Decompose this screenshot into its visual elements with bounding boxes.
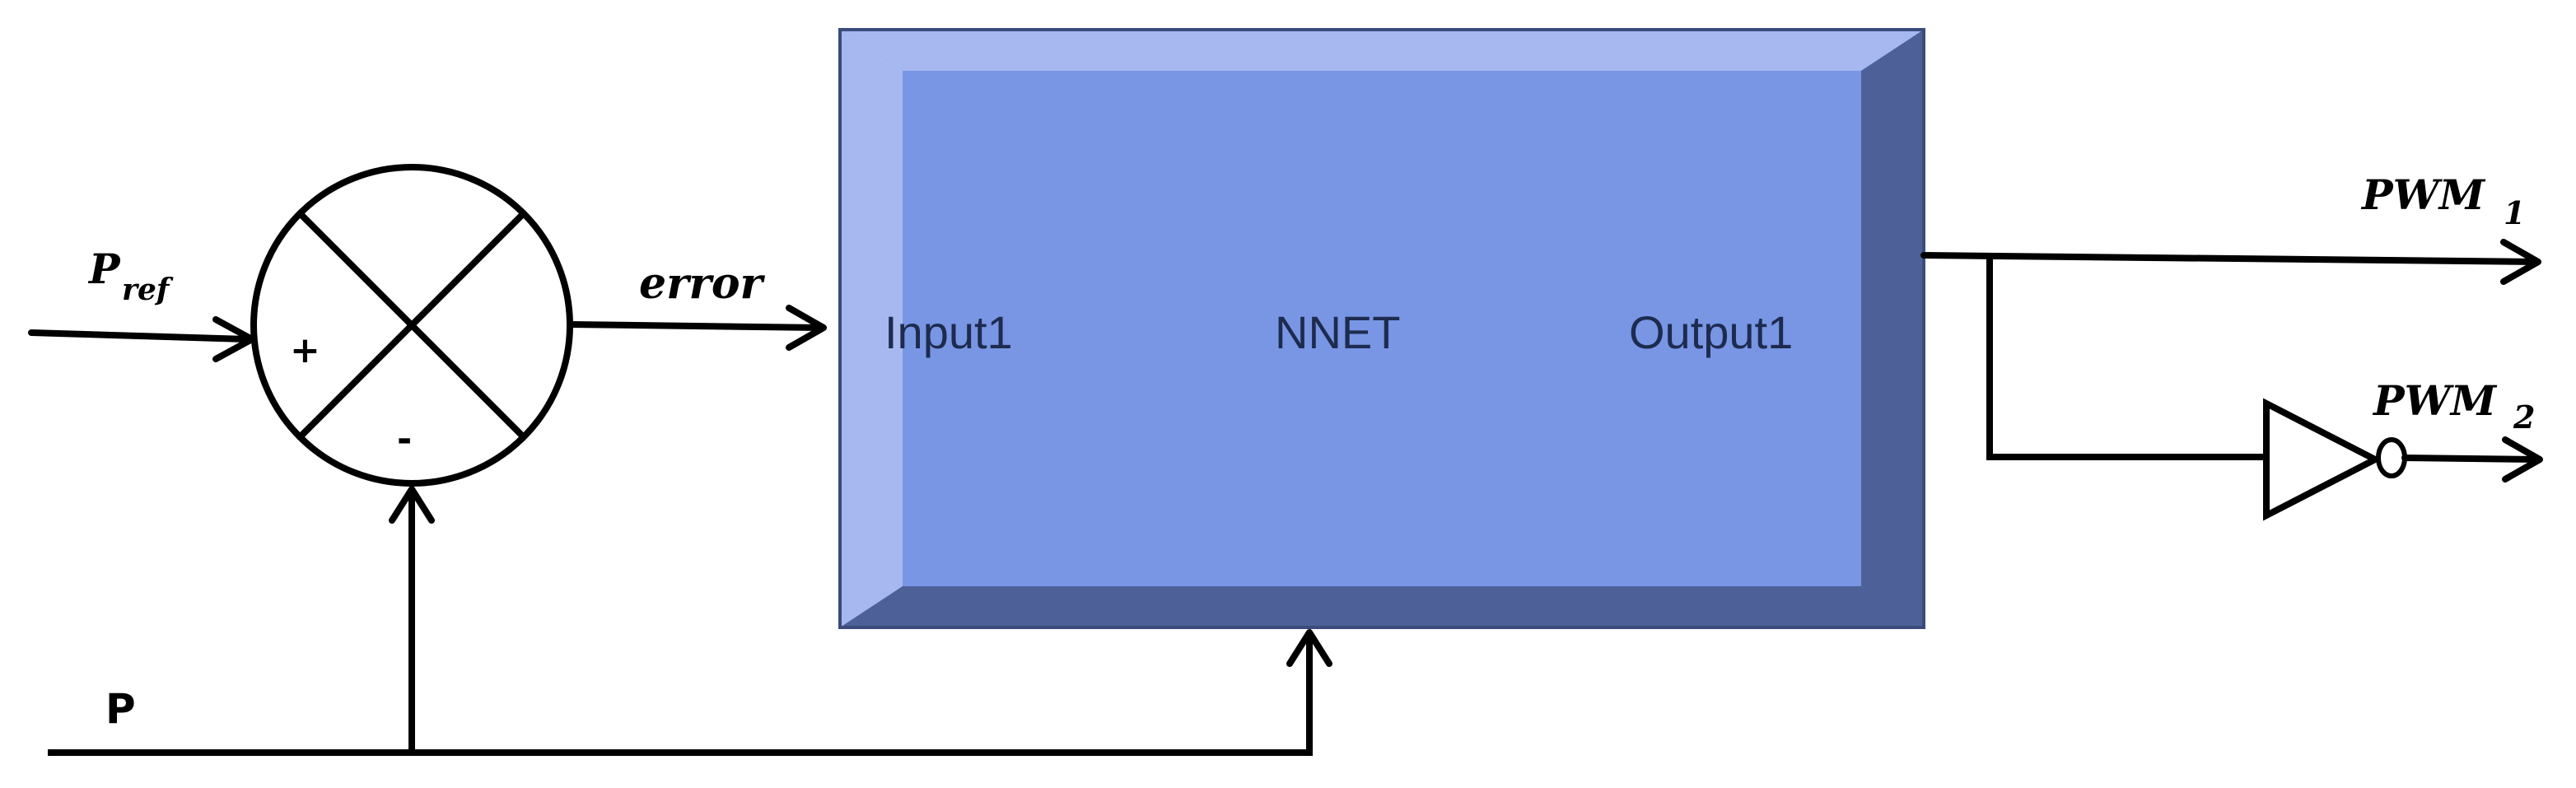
- pwm2-label: PWM 2: [2372, 376, 2535, 436]
- pwm2-branch-line: [1986, 257, 2271, 460]
- pwm1-label: PWM 1: [2360, 170, 2525, 231]
- pwm1-line: [1920, 252, 2540, 265]
- summing-junction: + -: [250, 164, 573, 487]
- nnet-right-bevel: [1861, 30, 1924, 627]
- error-label: error: [639, 259, 766, 309]
- pref-label-base: P: [87, 245, 121, 293]
- error-arrowhead: [786, 305, 827, 351]
- pwm2-label-base: PWM: [2372, 376, 2498, 425]
- nnet-top-bevel: [840, 30, 1924, 71]
- pwm1-label-subscript: 1: [2504, 194, 2525, 231]
- nnet-output-port-label: Output1: [1629, 306, 1793, 358]
- nnet-input-port-label: Input1: [884, 306, 1013, 358]
- pwm2-label-subscript: 2: [2513, 399, 2535, 436]
- pwm2-arrowhead: [2502, 436, 2543, 483]
- p-to-nnet-arrowhead: [1286, 629, 1332, 667]
- nnet-block-name: NNET: [1275, 306, 1400, 358]
- nnet-left-bevel: [840, 30, 903, 627]
- error-line: [567, 321, 825, 331]
- plus-sign: +: [290, 329, 320, 371]
- pref-input-arrow: [28, 329, 250, 343]
- nnet-block: Input1 NNET Output1: [838, 28, 1925, 629]
- p-label: P: [105, 685, 136, 733]
- nnet-block-border: [838, 28, 1925, 629]
- p-to-junction-arrowhead: [389, 486, 435, 524]
- nnet-block-face: [840, 30, 1924, 627]
- pwm1-label-base: PWM: [2360, 170, 2486, 219]
- pwm2-line: [2401, 455, 2541, 463]
- minus-sign: -: [397, 418, 412, 460]
- not-gate-triangle: [2263, 398, 2382, 521]
- pwm1-arrowhead: [2500, 239, 2541, 285]
- p-line: [48, 636, 1313, 756]
- not-gate-bubble: [2376, 437, 2407, 478]
- pref-label-subscript: ref: [122, 273, 174, 307]
- pref-label: P ref: [87, 245, 174, 307]
- nnet-bottom-bevel: [840, 586, 1924, 627]
